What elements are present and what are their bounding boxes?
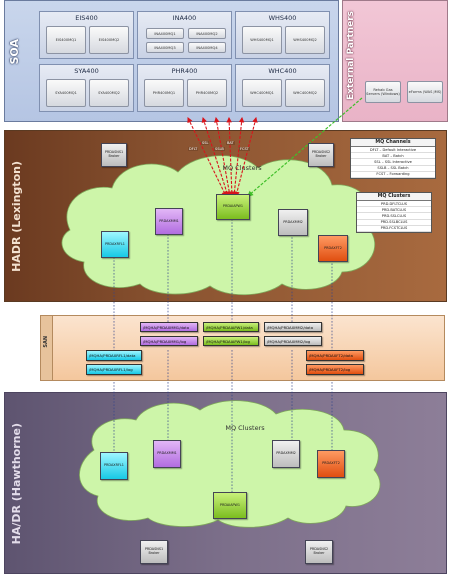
san-volume: /MQHA/PRDAXRFL1/data [86,350,142,361]
server-box: PHR400MQ2 [187,79,227,107]
hawthorne-cloud-title: MQ Clusters [225,424,265,432]
group-phr400: PHR400 PHR400MQ1 PHR400MQ2 [137,64,232,112]
server-box: INA400MQ3 [146,42,184,53]
server-box: EIS400MQ2 [89,26,129,54]
server-box: WHS400MQ2 [285,26,325,54]
queue-manager-node: PRDAXMM2 [278,209,308,236]
legend-title: MQ Clusters [357,193,431,201]
group-title: INA400 [172,14,197,22]
hawthorne-cloud [79,400,381,528]
legend-row: PRD.FCSTCLUS [357,226,431,232]
queue-manager-node: PRDAXMM2 [272,440,300,468]
channel-arrow-label: BAT [226,141,235,145]
partner-arrow [247,97,363,197]
legend-title: MQ Channels [351,139,435,147]
server-box: EIS400MQ1 [46,26,86,54]
server-box: SYA400MQ2 [89,79,129,107]
legend-row: SSL – SSL Interactive [351,159,435,166]
partner-server: Rehab Gas Servers (Windows) [365,81,401,103]
server-box: PHR400MQ1 [144,79,184,107]
legend-row: FCST – Forwarding [351,172,435,178]
channel-arrow-label: SSLB [214,147,225,151]
san-volume: /MQHA/PRDAXMM1/log [140,336,198,346]
san-volume: /MQHA/PRDAIAPW1/log [203,336,259,346]
san-volume: /MQHA/PRDAXFT2/log [306,364,364,375]
queue-manager-node: PRDAXMM1 [153,440,181,468]
queue-manager-node: PRDAXMM1 [155,208,183,235]
queue-manager-node: PRDASNS2 Broker [308,143,334,167]
lexington-cloud-title: MQ Clusters [222,164,262,172]
legend-row: DFLT – Default Interactive [351,147,435,154]
group-title: PHR400 [171,67,198,75]
server-box: INA400MQ1 [146,28,184,39]
channel-arrow-label: SSL [201,141,210,145]
queue-manager-node: PRDAIAPW1 [213,492,247,519]
server-box: INA400MQ2 [188,28,226,39]
queue-manager-node: PRDAIAPW1 [216,194,250,220]
group-title: EIS400 [75,14,98,22]
san-volume: /MQHA/PRDAXFT2/data [306,350,364,361]
queue-manager-node: PRDASNS1 Broker [101,143,127,167]
queue-manager-node: PRDAXFT2 [317,450,345,478]
san-side-bar [41,316,53,380]
channel-arrow-label: FCST [239,147,250,151]
group-ina400: INA400 INA400MQ1 INA400MQ2 INA400MQ3 INA… [137,11,232,59]
mq-channels-legend: MQ Channels DFLT – Default Interactive B… [350,138,436,179]
group-title: WHS400 [268,14,297,22]
lexington-to-san-links [113,219,333,497]
external-partners-region: External Partners Rehab Gas Servers (Win… [342,0,448,122]
group-title: SYA400 [74,67,99,75]
server-box: WHC400MQ1 [242,79,282,107]
group-whs400: WHS400 WHS400MQ1 WHS400MQ2 [235,11,330,59]
server-box: WHC400MQ2 [285,79,325,107]
legend-row: BAT – Batch [351,153,435,160]
san-volume: /MQHA/PRDAIAPW1/data [203,322,259,332]
san-volume: /MQHA/PRDAXMM1/data [140,322,198,332]
san-volume: /MQHA/PRDAXRFL1/log [86,364,142,375]
group-eis400: EIS400 EIS400MQ1 EIS400MQ2 [39,11,134,59]
legend-row: PRD.SSLCLUS [357,213,431,220]
partner-server: eForms (WAS JMS) [407,81,443,103]
queue-manager-node: PRDAXFT2 [318,235,348,262]
queue-manager-node: PRDAXRFL1 [101,231,129,258]
legend-row: PRD.DFLTCLUS [357,201,431,208]
san-volume: /MQHA/PRDAXMM2/data [264,322,322,332]
legend-row: PRD.SSLBCLUS [357,220,431,226]
channel-arrow-label: DFLT [188,147,199,151]
server-box: INA400MQ4 [188,42,226,53]
group-sya400: SYA400 SYA400MQ1 SYA400MQ2 [39,64,134,112]
mq-clusters-legend: MQ Clusters PRD.DFLTCLUS PRD.BATCLUS PRD… [356,192,432,233]
queue-manager-node: PRDAXRFL1 [100,452,128,480]
legend-row: SSLB – SSL Batch [351,166,435,172]
queue-manager-node: PRDASNS2 Broker [305,540,333,564]
channel-arrow [226,116,235,198]
queue-manager-node: PRDASNS1 Broker [140,540,168,564]
server-box: SYA400MQ1 [46,79,86,107]
group-whc400: WHC400 WHC400MQ1 WHC400MQ2 [235,64,330,112]
legend-row: PRD.BATCLUS [357,207,431,214]
lexington-cloud [61,155,376,296]
group-title: WHC400 [268,67,297,75]
server-box: WHS400MQ1 [242,26,282,54]
soa-region: SOA EIS400 EIS400MQ1 EIS400MQ2 INA400 IN… [4,0,339,122]
san-volume: /MQHA/PRDAXMM2/log [264,336,322,346]
